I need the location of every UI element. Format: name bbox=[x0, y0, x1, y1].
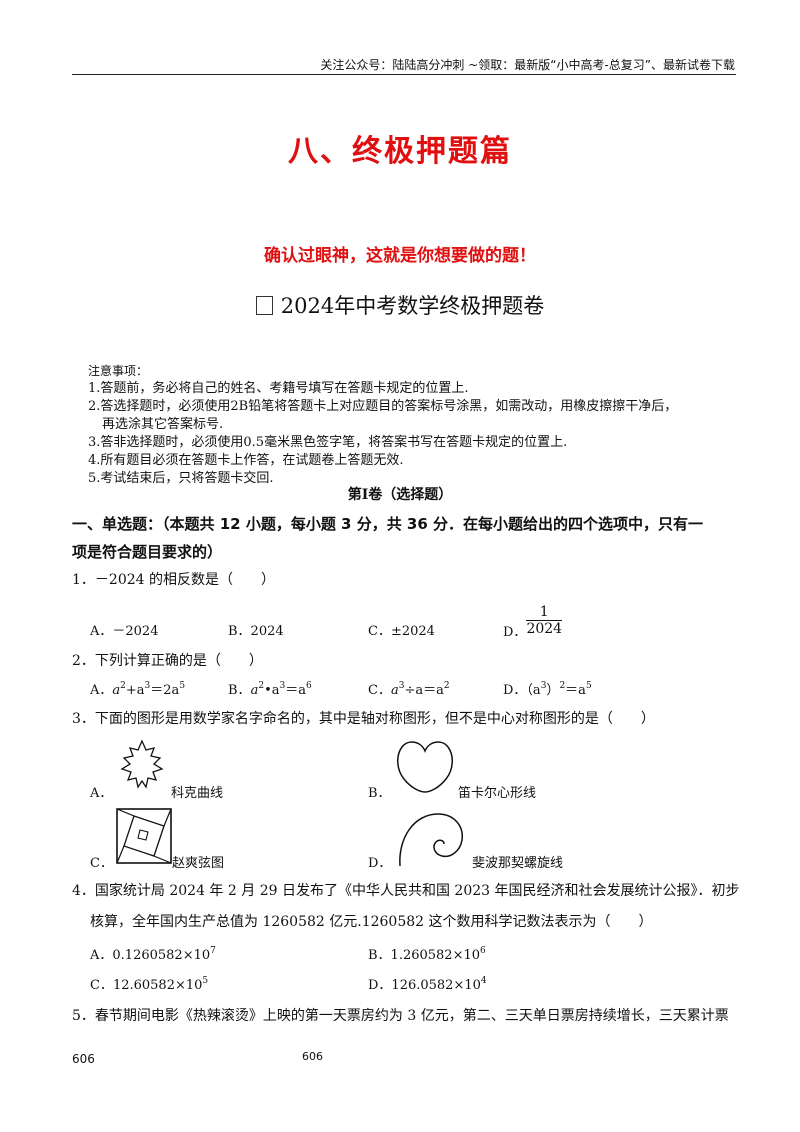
section-heading: 一、单选题：（本题共 12 小题，每小题 3 分，共 36 分．在每小题给出的四… bbox=[72, 510, 742, 566]
note-item: 2.答选择题时，必须使用2B铅笔将答题卡上对应题目的答案标号涂黑，如需改动，用橡… bbox=[88, 399, 678, 414]
fibonacci-spiral-figure bbox=[399, 813, 463, 867]
q2-option-b: B．a2•a3＝a6 bbox=[228, 679, 312, 699]
fraction-denominator: 2024 bbox=[526, 621, 563, 637]
exponent: 2 bbox=[559, 681, 566, 691]
q3-option-d-label: 斐波那契螺旋线 bbox=[472, 856, 564, 871]
part-title: 第I卷（选择题） bbox=[347, 487, 453, 503]
paper-title: 2024年中考数学终极押题卷 bbox=[0, 290, 800, 320]
cardioid-figure bbox=[397, 741, 453, 793]
exponent: 4 bbox=[480, 976, 487, 986]
exponent: 2 bbox=[258, 681, 265, 691]
exponent: 2 bbox=[120, 681, 126, 691]
note-item: 5.考试结束后，只将答题卡交回. bbox=[88, 471, 274, 486]
option-text: C．12.60582×10 bbox=[90, 978, 203, 993]
chapter-subtitle: 确认过眼神，这就是你想要做的题！ bbox=[264, 246, 536, 266]
paper-title-text: 2024年中考数学终极押题卷 bbox=[280, 294, 545, 318]
note-item: 再选涂其它答案标号. bbox=[102, 417, 224, 432]
note-item: 1.答题前，务必将自己的姓名、考籍号填写在答题卡规定的位置上. bbox=[88, 381, 469, 396]
math-text: ＝2a bbox=[150, 683, 180, 698]
q1-option-a: A．－2024 bbox=[90, 624, 159, 639]
exponent: 3 bbox=[398, 681, 405, 691]
question-4-line1: 4．国家统计局 2024 年 2 月 29 日发布了《中华人民共和国 2023 … bbox=[72, 883, 740, 899]
exam-notes: 注意事项： 1.答题前，务必将自己的姓名、考籍号填写在答题卡规定的位置上. 2.… bbox=[88, 362, 738, 488]
q4-option-b: B．1.260582×106 bbox=[368, 944, 486, 964]
exponent: 6 bbox=[480, 946, 486, 956]
exponent: 7 bbox=[210, 946, 216, 956]
question-5-line1: 5．春节期间电影《热辣滚烫》上映的第一天票房约为 3 亿元，第二、三天单日票房持… bbox=[72, 1008, 729, 1024]
q3-option-b-label: 笛卡尔心形线 bbox=[458, 786, 537, 801]
option-text: D．126.0582×10 bbox=[368, 978, 481, 993]
math-var: a bbox=[390, 683, 399, 698]
math-text: ＝a bbox=[285, 683, 306, 698]
option-text: B．1.260582×10 bbox=[368, 948, 481, 963]
section-heading-line1: 一、单选题：（本题共 12 小题，每小题 3 分，共 36 分．在每小题给出的四… bbox=[72, 515, 704, 533]
page-header: 关注公众号：陆陆高分冲刺 ~领取：最新版“小中高考-总复习”、最新试卷下载 bbox=[320, 58, 735, 72]
exponent: 5 bbox=[179, 681, 186, 691]
q3-option-a-label: 科克曲线 bbox=[171, 786, 224, 801]
exponent: 6 bbox=[305, 681, 312, 691]
question-3-stem: 3．下面的图形是用数学家名字命名的，其中是轴对称图形，但不是中心对称图形的是（ … bbox=[72, 711, 655, 727]
q4-option-d: D．126.0582×104 bbox=[368, 974, 487, 994]
exponent: 5 bbox=[585, 681, 592, 691]
option-letter: A． bbox=[90, 683, 113, 698]
q2-option-d: D．（a3）2＝a5 bbox=[503, 679, 592, 699]
chapter-title: 八、终极押题篇 bbox=[288, 134, 512, 169]
note-item: 4.所有题目必须在答题卡上作答，在试题卷上答题无效. bbox=[88, 453, 404, 468]
math-var: a bbox=[250, 683, 259, 698]
exponent: 2 bbox=[443, 681, 450, 691]
notes-heading: 注意事项： bbox=[88, 364, 149, 378]
page-number-left: 606 bbox=[72, 1052, 95, 1066]
math-text: +a bbox=[125, 683, 145, 698]
q4-option-a: A．0.1260582×107 bbox=[90, 944, 216, 964]
q3-option-b-letter: B． bbox=[368, 786, 391, 801]
header-divider bbox=[72, 74, 736, 75]
q1-option-d-letter: D． bbox=[503, 625, 527, 640]
q3-option-a-letter: A． bbox=[90, 786, 113, 801]
q4-option-c: C．12.60582×105 bbox=[90, 974, 209, 994]
question-1-stem: 1．－2024 的相反数是（ ） bbox=[72, 572, 275, 588]
math-text: ＝a bbox=[565, 683, 586, 698]
q3-option-c-label: 赵爽弦图 bbox=[172, 856, 225, 871]
exponent: 3 bbox=[279, 681, 286, 691]
fraction-numerator: 1 bbox=[526, 604, 563, 621]
checkbox-icon bbox=[255, 296, 273, 315]
exponent: 5 bbox=[202, 976, 209, 986]
q2-option-a: A．a2+a3＝2a5 bbox=[90, 679, 186, 699]
option-text: A．0.1260582×10 bbox=[90, 948, 211, 963]
exponent: 3 bbox=[540, 681, 547, 691]
question-2-stem: 2．下列计算正确的是（ ） bbox=[72, 653, 263, 669]
q1-option-b: B．2024 bbox=[228, 624, 284, 639]
koch-curve-figure bbox=[120, 739, 164, 789]
section-heading-line2: 项是符合题目要求的） bbox=[72, 543, 223, 561]
math-var: a bbox=[112, 683, 121, 698]
exponent: 3 bbox=[144, 681, 151, 691]
math-text: ÷a＝a bbox=[404, 683, 444, 698]
option-letter: B． bbox=[228, 683, 251, 698]
q1-option-c: C．±2024 bbox=[368, 624, 435, 639]
note-item: 3.答非选择题时，必须使用0.5毫米黑色签字笔，将答案书写在答题卡规定的位置上. bbox=[88, 435, 568, 450]
option-letter: C． bbox=[368, 683, 391, 698]
q3-option-d-letter: D． bbox=[368, 856, 392, 871]
math-text: ） bbox=[546, 683, 560, 698]
math-text: •a bbox=[264, 683, 280, 698]
q3-option-c-letter: C． bbox=[90, 856, 113, 871]
zhao-shuang-figure bbox=[116, 808, 172, 864]
question-4-line2: 核算，全年国内生产总值为 1260582 亿元.1260582 这个数用科学记数… bbox=[90, 914, 653, 930]
page-number-center: 606 bbox=[302, 1050, 323, 1063]
q2-option-c: C．a3÷a＝a2 bbox=[368, 679, 450, 699]
option-letter: D．（a bbox=[503, 683, 541, 698]
